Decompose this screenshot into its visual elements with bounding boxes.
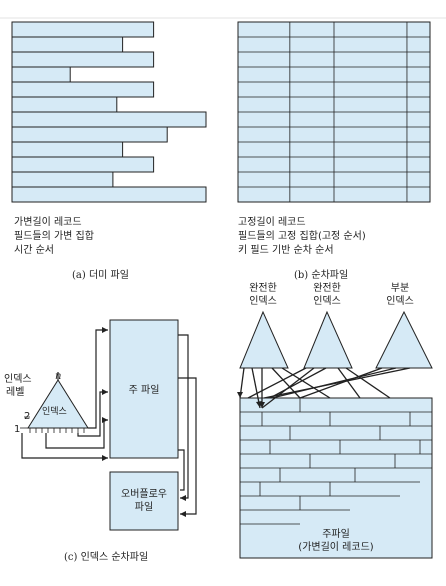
index-level-n: n [55,371,62,382]
index-level-1: 1 [14,424,21,435]
pile-record-bar [11,171,114,188]
pile-record-bar [11,36,124,53]
partial-index-line-2: 인덱스 [386,296,414,307]
seq-desc-line-1: 고정길이 레코드 [238,217,306,228]
indexed-main-file-line-1: 주파일 [322,529,350,540]
seq-desc-line-3: 키 필드 기반 순차 순서 [238,245,334,256]
index-level-label-2: 레벨 [6,387,25,398]
complete-index-1-line-1: 완전한 [249,283,277,294]
index-level-2: 2 [24,411,31,422]
indexed-main-file-line-2: (가변길이 레코드) [298,542,374,553]
complete-index-1-triangle [239,310,289,369]
overflow-file-box [109,471,179,531]
pile-record-bar [11,66,71,83]
pile-record-bar [11,156,155,173]
pile-caption: (a) 더미 파일 [72,270,129,281]
index-level-label-1: 인덱스 [4,374,32,385]
pile-record-bar [11,21,155,38]
main-file-records-box [239,397,433,559]
pile-record-bar [11,51,155,68]
indexed-seq-caption: (c) 인덱스 순차파일 [64,552,149,563]
pile-record-bar [11,96,118,113]
main-file-box [109,319,179,459]
pile-record-bar [11,186,207,203]
pile-record-bar [11,111,207,128]
indexed-sequential-diagram [20,319,197,531]
seq-caption: (b) 순차파일 [294,270,349,281]
pile-record-bar [11,126,168,143]
seq-desc-line-2: 필드들의 고정 집합(고정 순서) [238,231,366,242]
overflow-label-2: 파일 [134,502,154,513]
pile-desc-line-3: 시간 순서 [14,245,54,256]
pile-record-bar [11,81,155,98]
complete-index-1-line-2: 인덱스 [249,296,277,307]
complete-index-2-triangle [303,310,353,369]
pile-desc-line-1: 가변길이 레코드 [14,217,82,228]
indexed-file-diagram [237,310,433,559]
partial-index-triangle [375,310,433,369]
index-triangle [27,379,89,429]
complete-index-2-line-2: 인덱스 [313,296,341,307]
pile-file-records [11,21,207,203]
main-file-label: 주 파일 [128,385,160,396]
partial-index-line-1: 부분 [390,283,410,294]
complete-index-2-line-1: 완전한 [313,283,341,294]
sequential-file-table [237,21,431,203]
overflow-label-1: 오버플로우 [121,489,167,500]
index-triangle-label: 인덱스 [42,407,67,417]
pile-record-bar [11,141,124,158]
pile-desc-line-2: 필드들의 가변 집합 [14,231,94,242]
